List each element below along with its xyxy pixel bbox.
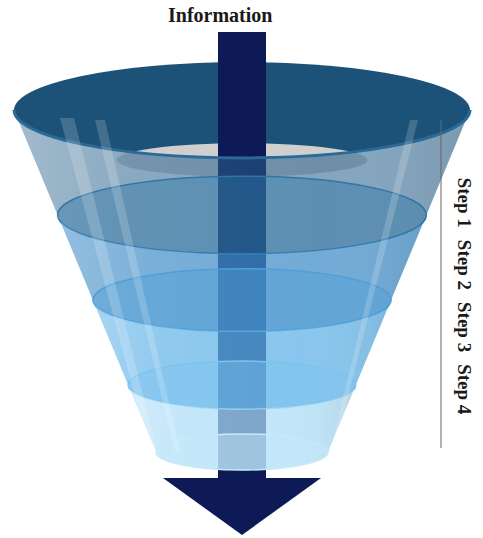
glass-highlight [95,120,180,452]
funnel-rim [156,434,328,470]
step-column: Step 1 Step 2 Step 3 Step 4 [453,172,475,421]
step-label: Step 4 [453,364,475,414]
funnel-top-rim [14,110,470,158]
arrow-label: Information [168,4,272,27]
glass-highlight [330,120,418,452]
funnel-bands [14,32,470,535]
arrow-head [163,478,321,535]
step-label: Step 1 [453,178,475,228]
step-label: Step 2 [453,240,475,290]
step-label: Step 3 [453,302,475,352]
step-bracket-line [441,120,442,448]
